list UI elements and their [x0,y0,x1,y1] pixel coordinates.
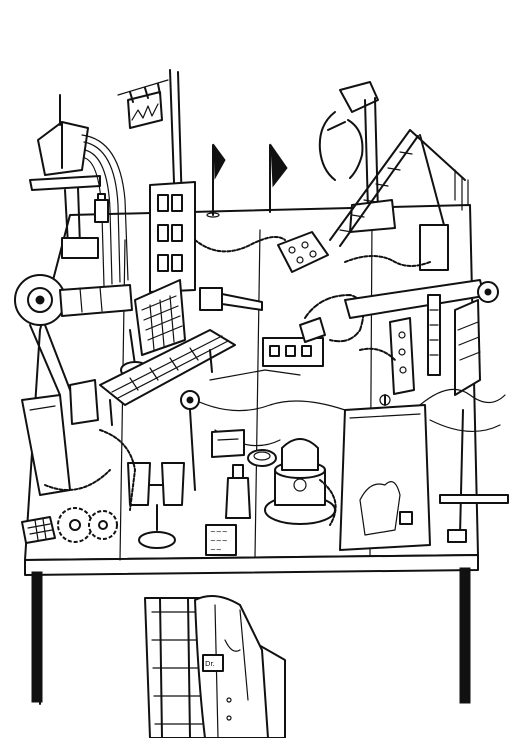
bottle [225,464,251,519]
power-strip [262,337,324,367]
hammer [199,287,263,311]
conveyor [99,329,236,426]
pulley [180,390,200,491]
notepad-line-1: ~~~ [210,528,228,536]
notepad-line-2: ~~~ [210,537,228,545]
lab-coat: Dr. [194,595,269,738]
crane-boom [329,129,469,271]
coat-badge-text: Dr. [205,660,215,668]
pipe-arm [344,279,499,396]
gear-set [21,507,118,544]
notepad-line-3: ~~ [210,546,222,554]
glass-tank [339,394,431,551]
chair [144,597,286,738]
dial-box [277,231,329,273]
switch-panel [149,181,196,293]
corrugated-hoses [44,235,431,526]
round-motor [14,274,133,396]
wires [184,369,506,447]
flag-left [206,143,226,218]
chain-loop [299,294,365,343]
boiler [264,438,336,525]
binocular-beakers [127,462,185,549]
retort-stand [439,409,509,543]
tube-rack [427,294,441,376]
pinned-notes [117,69,183,211]
flag-right [269,143,288,213]
table-leg-left [31,571,43,703]
wall-bracket-box [29,94,101,259]
block-with-holes [389,317,415,395]
bowl [247,449,277,467]
small-bottle [94,193,109,223]
small-monitor [211,429,245,458]
notepad: ~~~ ~~~ ~~ [205,524,237,556]
table-leg-right [459,567,471,704]
